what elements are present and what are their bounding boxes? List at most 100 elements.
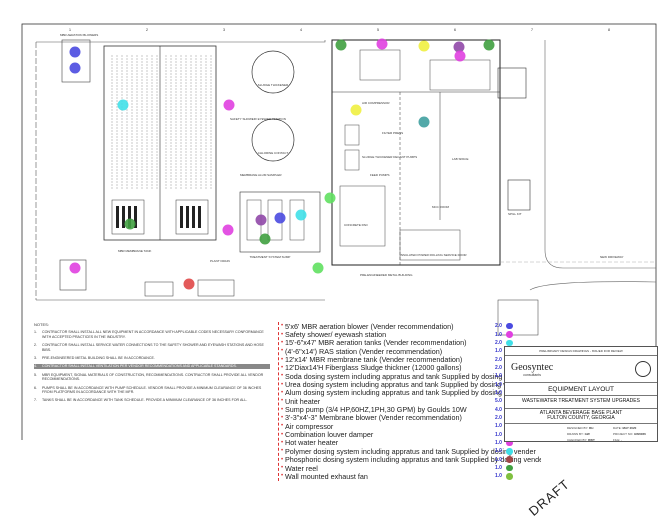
legend-quantity: 2.0 [495,323,502,330]
equipment-marker[interactable] [335,39,347,51]
plant-drain-label: PLANT DRAIN [210,259,230,263]
membrane-module [192,206,195,228]
sump-label: TREATMENT SYSTEM SUMP [250,255,291,259]
legend-text: Sump pump (3/4 HP,60HZ,1PH,30 GPM) by Go… [285,405,467,415]
building-label: PRE-ENGINEERED METAL BUILDING [360,273,413,277]
road-edge [544,40,656,269]
field-key: DRAWN BY: [567,432,584,436]
equipment-marker[interactable] [324,192,336,204]
equipment-marker[interactable] [274,212,286,224]
notes-section: NOTES: 1.CONTRACTOR SHALL INSTALL ALL NE… [34,322,270,407]
legend-quantity: 1.0 [495,389,502,396]
equipment-marker[interactable] [259,233,271,245]
site-boundary [36,40,326,43]
membrane-module [180,206,183,228]
equipment-marker[interactable] [483,39,495,51]
equipment-marker[interactable] [222,224,234,236]
field-value: GW [584,432,590,436]
company-logo: Geosyntec [511,361,554,373]
bullet: • [280,331,284,338]
field-value: GW6066 [633,432,646,436]
legend-quantity: 1.0 [495,456,502,463]
equipment-marker[interactable] [124,218,136,230]
title-field: FILE: - [613,438,622,442]
equipment-legend: •5'x6' MBR aeration blower (Vender recom… [278,322,541,481]
equipment-marker[interactable] [183,278,195,290]
note-item: 4.CONTRACTOR SHALL INSTALL VENTILATION P… [34,364,270,369]
field-key: DESIGNED BY: [567,426,589,430]
chlorine-label: CHLORINE CONTACT [258,151,289,155]
membrane-module [122,206,125,228]
equipment-marker[interactable] [255,214,267,226]
project-title: WASTEWATER TREATMENT SYSTEM UPGRADES [505,396,657,409]
sheet-title: EQUIPMENT LAYOUT [505,383,657,396]
legend-text: Urea dosing system including appratus an… [285,380,526,390]
site-line-1: ATLANTA BEVERAGE BASE PLANT [539,409,623,416]
grid-number: 8 [608,27,611,32]
note-text: CONTRACTOR SHALL INSTALL VENTILATION PER… [42,364,237,369]
legend-text: 12'x14' MBR membrane tank (Vender recomm… [285,355,463,365]
equipment-marker[interactable] [69,62,81,74]
grid-number: 3 [223,27,226,32]
bullet: • [280,389,284,396]
legend-text: Soda dosing system including appratus an… [285,371,527,381]
equipment-marker[interactable] [295,209,307,221]
equipment-marker[interactable] [69,46,81,58]
grid-number: 7 [531,27,534,32]
equipment-marker[interactable] [350,104,362,116]
legend-text: Air compressor [285,421,334,431]
site-line-2: FULTON COUNTY, GEORGIA [547,415,615,421]
field-key: FILE: [613,438,621,442]
legend-quantity: 1.0 [495,373,502,380]
equipment-marker[interactable] [454,50,466,62]
title-field: DATE: MAY 2020 [613,426,636,430]
legend-quantity: 1.0 [495,448,502,455]
legend-text: (4'-6"x14') RAS station (Vender recommen… [285,346,443,356]
legend-item: •15'-6"x47' MBR aeration tanks (Vender r… [279,338,541,347]
bullet: • [280,356,284,363]
blower-pad [61,39,91,83]
legend-text: Alum dosing system including appratus an… [285,388,526,398]
legend-quantity: 2.0 [495,414,502,421]
client-logo-icon [635,361,651,377]
membrane-module [134,206,137,228]
bullet: • [280,348,284,355]
equipment-marker[interactable] [69,262,81,274]
equipment-marker[interactable] [312,262,324,274]
bullet: • [280,364,284,371]
bullet: • [280,339,284,346]
bullet: • [280,323,284,330]
note-text: MBR EQUIPMENT, SIGNAL MATERIALS OF CONST… [42,372,264,382]
legend-color-swatch [506,473,513,480]
title-field: DRAWN BY: GW [567,432,590,436]
legend-quantity: 1.0 [495,423,502,430]
mbr-aeration-tanks [103,45,217,241]
polymer-room [497,67,527,99]
membrane-module [186,206,189,228]
field-key: CHECKED BY: [567,438,588,442]
equipment-marker[interactable] [418,40,430,52]
field-value: - [621,438,623,442]
dosing-area [239,191,321,253]
filter-press-label: FILTER PRESS [382,131,403,135]
equipment-marker[interactable] [223,99,235,111]
equipment-marker[interactable] [376,38,388,50]
equipment-marker[interactable] [117,99,129,111]
equipment-marker[interactable] [418,116,430,128]
feed-pumps-label: FEED PUMPS [370,173,390,177]
membrane-module [128,206,131,228]
grid-number: 5 [377,27,380,32]
title-field: DESIGNED BY: RH [567,426,593,430]
safety-shower-label: SAFETY SHOWER/ EYEWASH STATION [230,117,286,121]
note-text: PRE-ENGINEERED METAL BUILDING SHALL BE I… [42,356,155,361]
ras-station [197,279,235,297]
legend-color-swatch [506,464,513,472]
legend-color-swatch [506,322,513,330]
logo-row: Geosyntec consultants [505,356,657,383]
legend-quantity: 2.0 [495,364,502,371]
legend-text: Combination louver damper [285,430,374,440]
spill-kit-label: SPILL KIT [508,212,522,216]
equipment-marker[interactable] [453,41,465,53]
note-item: 7.TANKS SHALL BE IN ACCORDANCE WITH TANK… [34,398,270,402]
